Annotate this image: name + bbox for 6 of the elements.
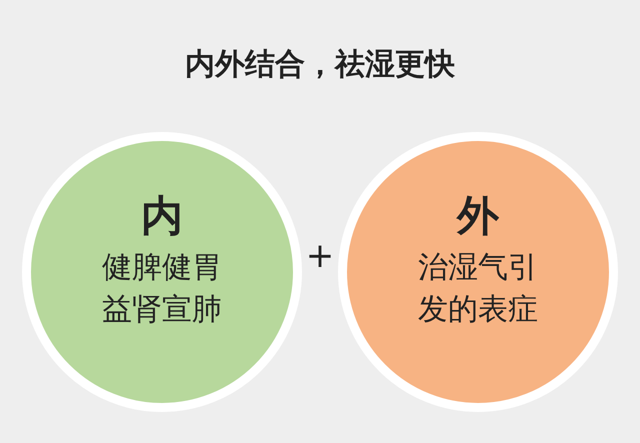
body-text: 健脾健胃益肾宣肺 [102,249,222,330]
heading: 外 [457,191,499,242]
title: 内外结合，祛湿更快 [184,46,456,84]
body-text: 治湿气引发的表症 [418,249,538,330]
heading: 内 [141,191,183,242]
plus-sign: + [304,236,336,276]
